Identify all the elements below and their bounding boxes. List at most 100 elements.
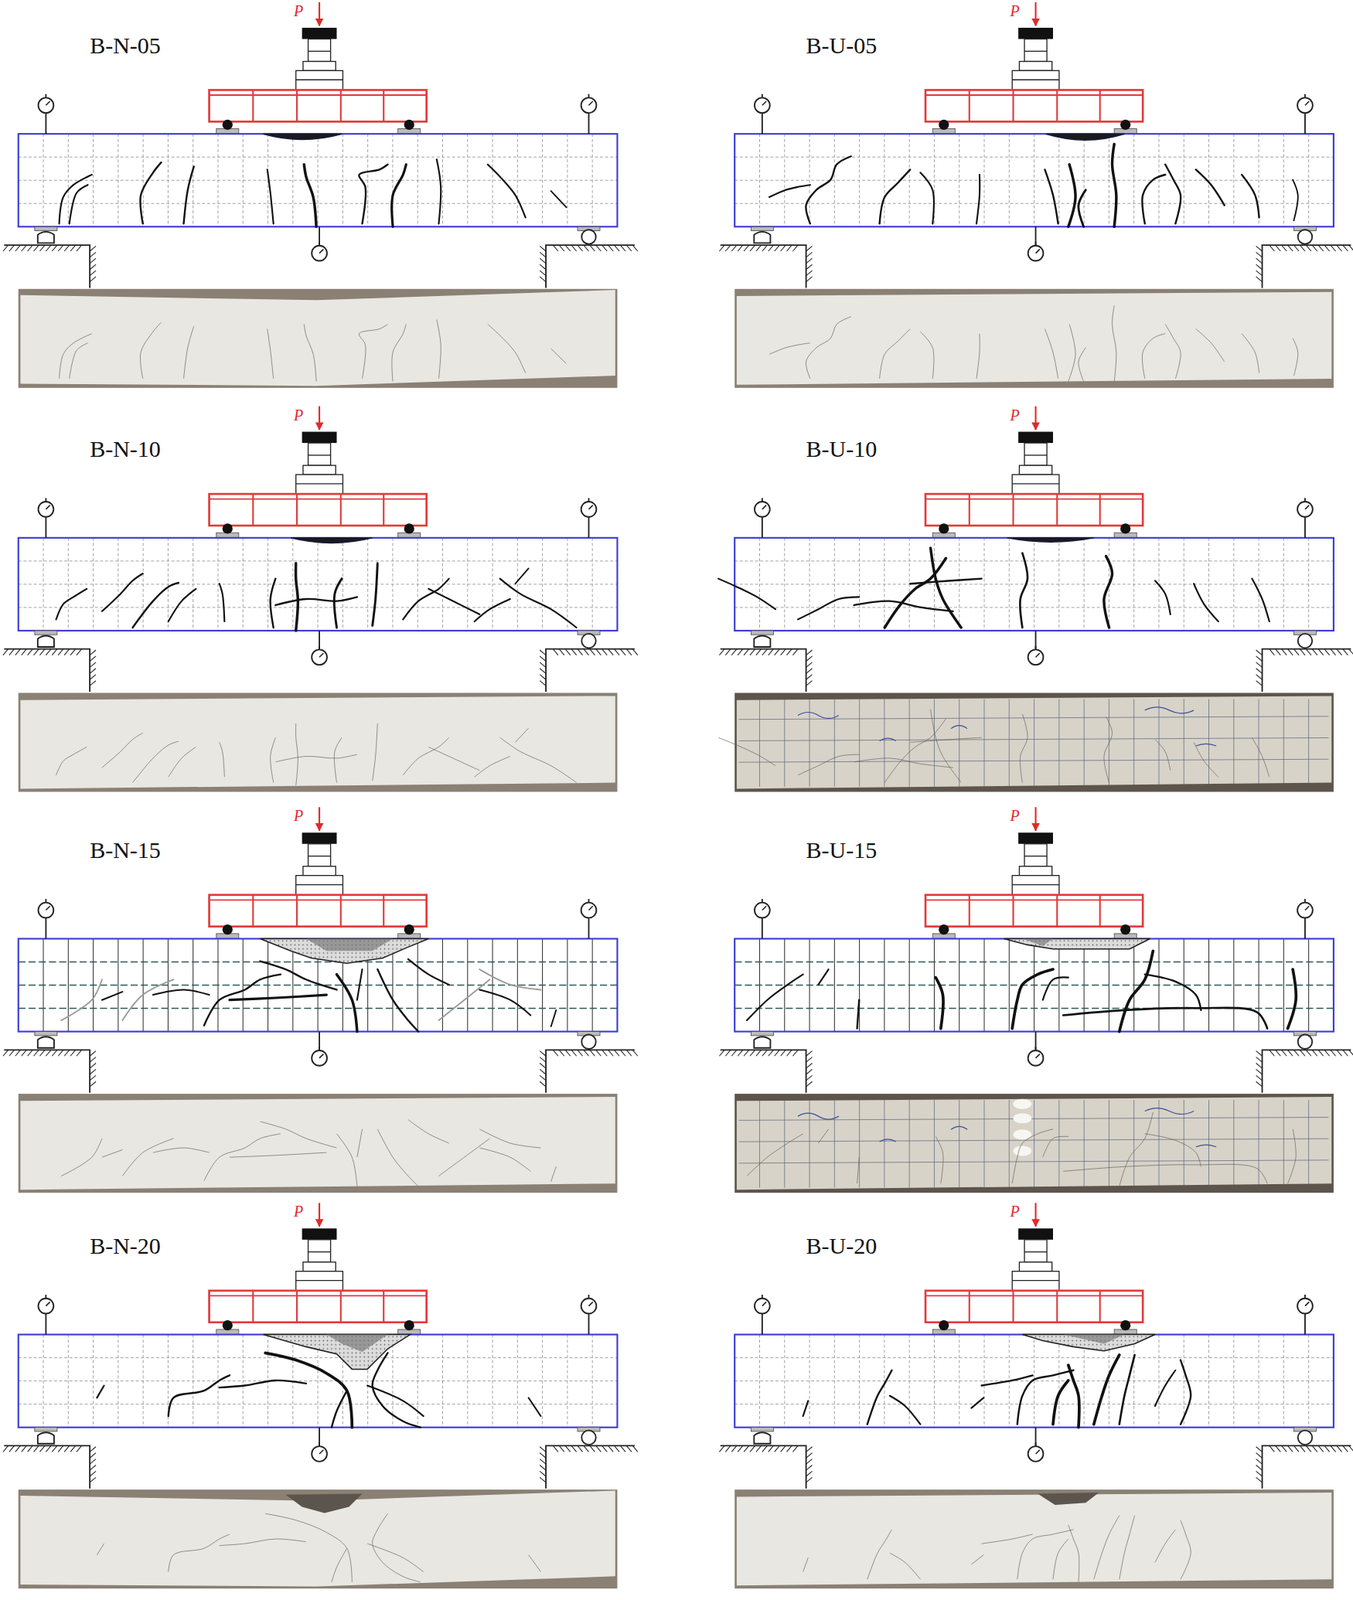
grid-line [18,961,618,963]
crack-line [331,1390,348,1428]
jack-cap [302,832,338,845]
jack-collar [303,61,336,71]
jack-cap [302,27,338,40]
spreader-stiffener [382,1291,385,1323]
grid-line [92,538,94,631]
gauge-top [318,1442,321,1447]
photo-crack [1093,1516,1120,1581]
photo-crack [270,737,277,783]
load-arrow [318,2,321,26]
beam-outline [734,538,1334,631]
ground-line [545,245,635,288]
beam-outline [18,538,618,631]
pin-support [37,231,55,244]
roller-support [1298,1431,1313,1446]
photo-ground [734,1093,1334,1193]
spreader-stiffener [968,895,971,927]
beam-grid [18,1335,618,1428]
concrete-beam-photo [20,695,615,789]
photo-ground [18,1489,618,1589]
photo-crack [56,746,88,775]
crack-line [1104,556,1113,628]
load-symbol: P [293,1203,304,1220]
photo-ground [18,1093,618,1193]
spreader-stiffener [340,1291,342,1323]
ground-line [1262,649,1352,692]
crack-line [122,979,174,1021]
pin-support [37,636,55,648]
grid-line [1233,1335,1234,1428]
white-patch [1013,1113,1033,1124]
dial-gauge [1297,97,1313,113]
concrete-beam-photo [736,695,1332,789]
crack-pattern [96,1353,541,1428]
gauge-stem [588,917,590,940]
dial-gauge [37,501,54,518]
panel-name: B-N-05 [89,34,161,58]
photo-crack [333,737,342,783]
photo-ground [734,692,1334,792]
grid-line [1058,938,1060,1032]
gauge-top [1035,646,1037,651]
test-panel [719,807,1353,1193]
jack-cylinder [308,443,331,466]
photo-crack [1044,329,1058,379]
crack-line [514,568,529,584]
photo-crack [1165,323,1181,379]
photo-crack [1063,1164,1268,1184]
crack-line [69,184,89,224]
load-arrow [318,807,321,831]
crack-line [1017,1370,1074,1425]
grid-line [18,606,618,608]
concrete-beam-photo [736,292,1332,386]
photo-crack [337,1134,358,1187]
ground-line [3,1049,90,1093]
grid-line [292,133,294,227]
grid-line [1233,133,1234,227]
crack-line [1053,1380,1069,1425]
load-roller [222,924,233,935]
crack-line [1068,1365,1080,1428]
gauge-stem [761,516,764,539]
photo-crack [69,343,89,379]
gauge-top [1304,94,1306,99]
spreader-flange [209,498,427,501]
grid-line [809,133,811,227]
panel-name: B-N-20 [89,1234,161,1258]
crack-line [168,589,197,622]
gauge-stem [318,1427,321,1447]
photo-crack [854,758,954,768]
spreader-stiffener [296,494,298,526]
photo-crack [229,1152,327,1158]
photo-crack [1145,1134,1202,1167]
jack-ring [1024,855,1047,857]
gauge-stem [1304,516,1306,539]
crushing-zone [290,538,373,544]
crack-line [139,162,161,224]
specimen-photo [18,289,618,389]
ground-hatch [719,649,1353,687]
support-plate [750,630,774,635]
crack-pattern [59,159,567,227]
load-symbol: P [1010,807,1020,824]
jack-base [296,70,344,90]
crushing-zone [260,938,430,964]
crack-line [971,1397,984,1408]
gauge-top [318,241,321,246]
spreader-stiffener [968,494,971,526]
crack-line [1241,174,1259,218]
crack-line [132,582,179,628]
grid-line [1008,538,1010,631]
jack-collar [1019,866,1052,876]
specimen-photo [734,1093,1334,1193]
spreader-stiffener [1099,89,1101,122]
dial-gauge [311,649,328,665]
load-roller [222,119,233,130]
photo-crack [102,1149,123,1158]
jack-cylinder [308,844,331,867]
jack-collar [1019,465,1052,475]
roller-support [1298,229,1313,244]
beam-outline [734,938,1334,1032]
ground-hatch [3,1049,638,1088]
grid-line [68,1335,69,1428]
